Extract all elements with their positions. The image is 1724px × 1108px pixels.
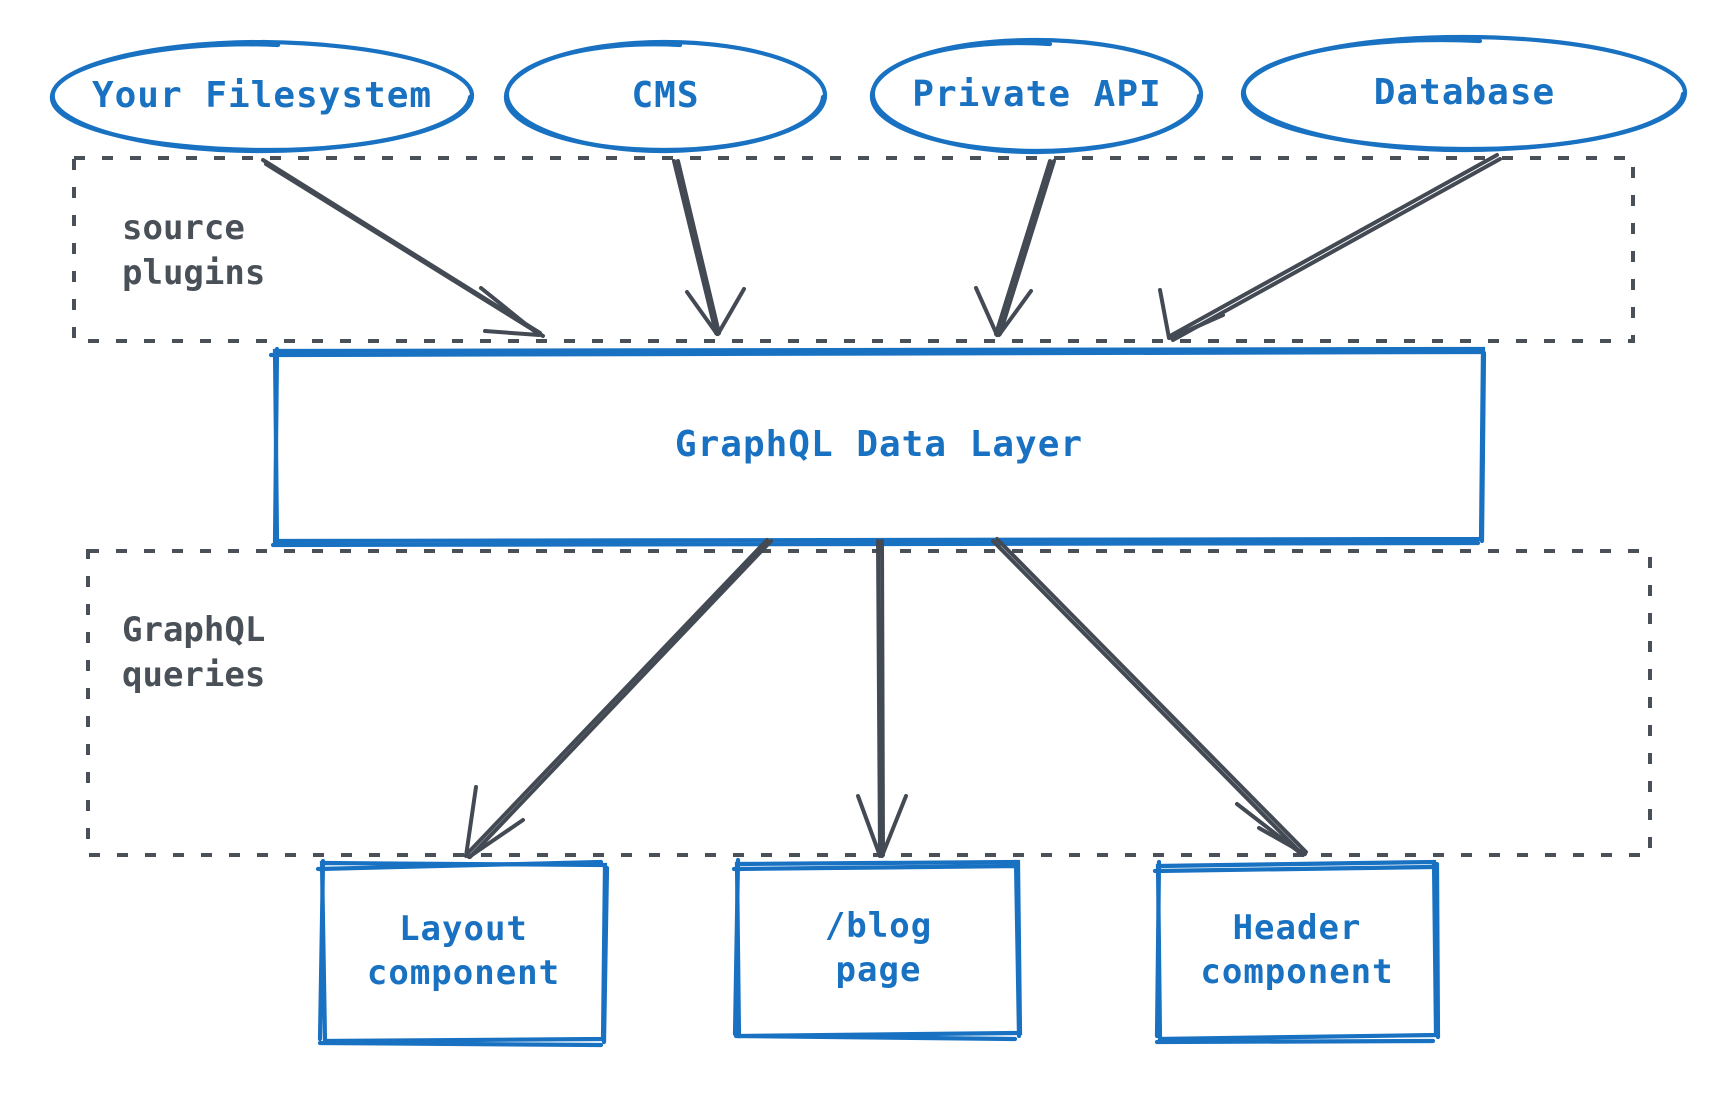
group-graphql-queries-shape[interactable] [86,549,1652,857]
arrow-filesystem-to-layer [261,158,545,338]
arrow-layer-to-blog-page [856,539,908,858]
arrow-database-to-layer [1158,153,1502,342]
arrow-private-api-to-layer [974,159,1056,337]
node-cms-shape[interactable] [503,39,828,154]
node-database-shape[interactable] [1240,34,1688,153]
arrow-layer-to-header-component [991,537,1308,857]
arrow-layer-to-layout-component [464,538,773,859]
node-layout-component-shape[interactable] [315,858,610,1048]
arrow-cms-to-layer [672,159,746,336]
node-private-api-shape[interactable] [869,37,1204,155]
node-graphql-data-layer-shape[interactable] [268,346,1487,548]
group-source-plugins-shape[interactable] [72,156,1635,343]
node-blog-page-shape[interactable] [731,857,1023,1042]
node-filesystem-shape[interactable] [49,39,475,154]
node-header-component-shape[interactable] [1152,859,1441,1045]
